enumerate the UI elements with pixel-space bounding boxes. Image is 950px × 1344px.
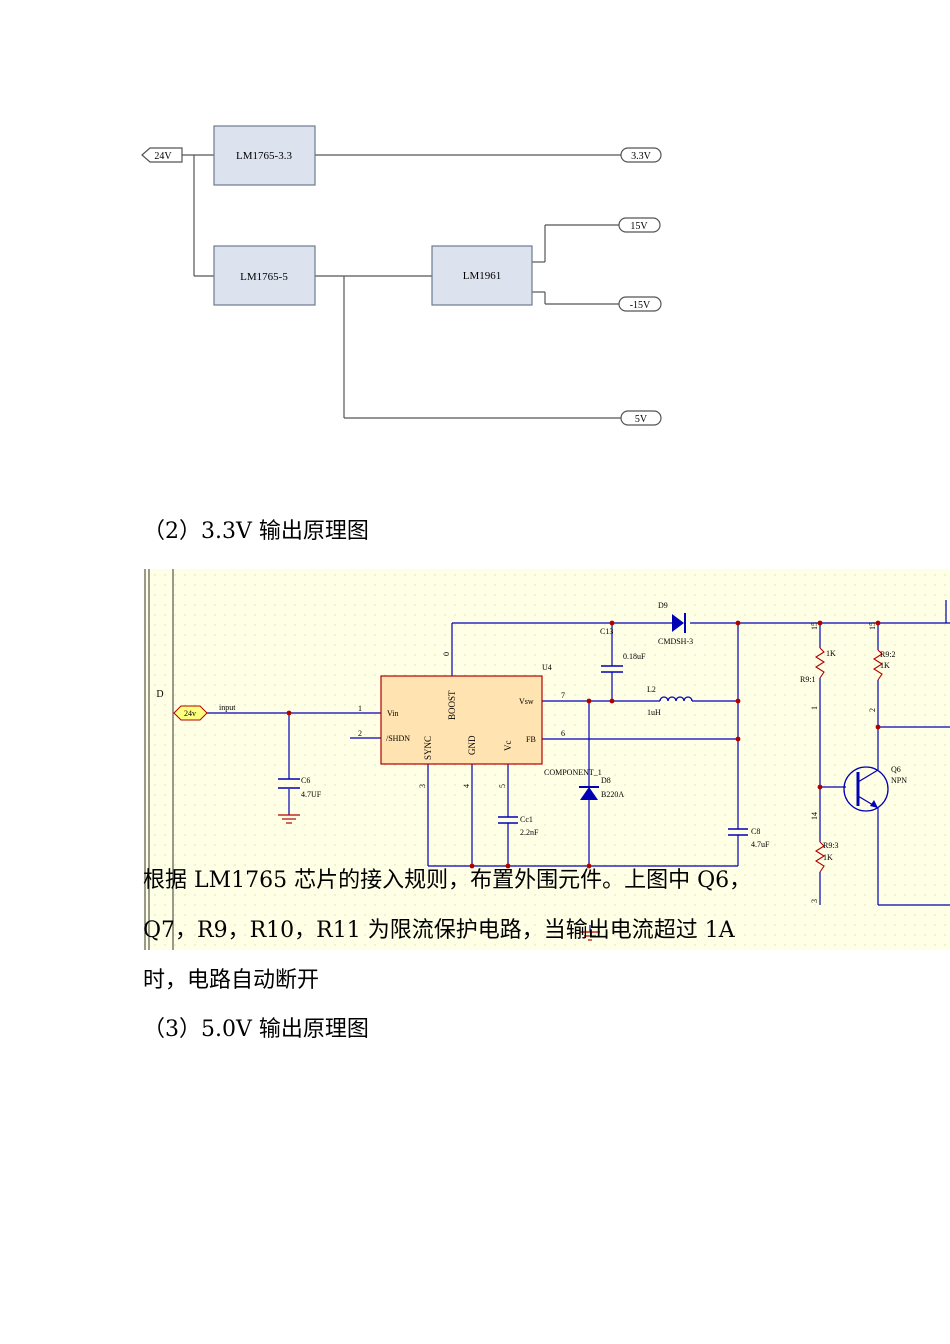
output-port-minus-15v: -15V — [618, 296, 662, 312]
capacitor-c13: C13 0.18uF — [600, 627, 646, 673]
svg-text:C13: C13 — [600, 627, 613, 636]
svg-text:1K: 1K — [826, 649, 836, 658]
svg-text:COMPONENT_1: COMPONENT_1 — [544, 768, 602, 777]
capacitor-cc1: Cc1 2.2nF — [498, 815, 539, 837]
svg-text:B220A: B220A — [601, 790, 624, 799]
svg-text:24V: 24V — [154, 151, 172, 162]
svg-text:1: 1 — [810, 706, 819, 710]
svg-text:24v: 24v — [184, 709, 196, 718]
port-24v: 24v — [173, 705, 208, 721]
capacitor-c6: C6 4.7UF — [278, 776, 322, 799]
svg-text:D9: D9 — [658, 601, 668, 610]
svg-text:L2: L2 — [647, 685, 656, 694]
svg-text:4.7uF: 4.7uF — [751, 840, 770, 849]
svg-text:3: 3 — [418, 784, 427, 788]
svg-text:LM1961: LM1961 — [463, 270, 502, 282]
input-port-24v: 24V — [141, 147, 183, 163]
ground-symbol — [580, 931, 600, 941]
output-port-5v: 5V — [620, 410, 662, 426]
svg-text:NPN: NPN — [891, 776, 907, 785]
ic-u4: U4 Vin /SHDN Vsw FB BOOST SYNC GND Vc — [380, 663, 552, 765]
junction-nodes — [286, 620, 881, 869]
svg-text:3: 3 — [810, 899, 819, 903]
svg-text:15: 15 — [810, 622, 819, 630]
body-paragraph: 根据 LM1765 芯片的接入规则，布置外围元件。上图中 Q6， Q7，R9，R… — [143, 856, 751, 1006]
resistor-r9-3: R9:3 1K — [814, 841, 839, 873]
svg-text:BOOST: BOOST — [447, 690, 457, 720]
svg-text:R9:2: R9:2 — [880, 650, 896, 659]
svg-text:GND: GND — [467, 735, 477, 755]
output-port-15v: 15V — [618, 217, 661, 233]
svg-text:4: 4 — [462, 784, 471, 788]
svg-text:U4: U4 — [542, 663, 552, 672]
power-block-diagram: 24V 3.3V 15V -15V 5V LM1765-3.3 LM1765-5… — [141, 125, 662, 426]
svg-text:15: 15 — [868, 622, 877, 630]
svg-text:SYNC: SYNC — [423, 736, 433, 760]
section-heading-5v: （3）5.0V 输出原理图 — [143, 1017, 369, 1042]
sheet-zone-letter: D — [156, 689, 163, 700]
svg-text:3.3V: 3.3V — [631, 151, 652, 162]
svg-text:2.2nF: 2.2nF — [520, 828, 539, 837]
inductor-l2: L2 1uH — [647, 685, 693, 717]
svg-text:R9:1: R9:1 — [800, 675, 816, 684]
svg-text:5V: 5V — [635, 414, 648, 425]
svg-text:1: 1 — [358, 704, 362, 713]
svg-text:1K: 1K — [880, 661, 890, 670]
svg-text:D8: D8 — [601, 776, 611, 785]
svg-text:5: 5 — [498, 784, 507, 788]
paragraph-line: Q7，R9，R10，R11 为限流保护电路，当输出电流超过 1A — [143, 918, 735, 943]
schematic-3v3: D — [143, 569, 950, 950]
resistor-r9-1: 1K R9:1 — [800, 647, 836, 684]
svg-text:0: 0 — [442, 652, 451, 656]
block-lm1765-3v3: LM1765-3.3 — [213, 125, 316, 186]
svg-text:R9:3: R9:3 — [823, 841, 839, 850]
svg-text:Vsw: Vsw — [519, 697, 534, 706]
pin-numbers: 1 2 0 3 4 5 7 6 — [358, 652, 565, 788]
svg-text:Vc: Vc — [503, 741, 513, 752]
transistor-q6: Q6 NPN — [843, 765, 907, 812]
svg-text:2: 2 — [868, 708, 877, 712]
paragraph-line: 时，电路自动断开 — [143, 968, 320, 993]
svg-text:7: 7 — [561, 691, 565, 700]
ground-symbol — [278, 814, 300, 824]
svg-text:Cc1: Cc1 — [520, 815, 533, 824]
net-numbers: 15 15 1 2 14 3 — [810, 622, 877, 903]
output-port-3v3: 3.3V — [620, 147, 662, 163]
svg-text:LM1765-3.3: LM1765-3.3 — [236, 150, 292, 162]
svg-text:Vin: Vin — [387, 709, 399, 718]
svg-text:15V: 15V — [630, 221, 648, 232]
svg-text:LM1765-5: LM1765-5 — [240, 271, 288, 283]
svg-text:-15V: -15V — [630, 300, 651, 311]
section-heading-3v3: （2）3.3V 输出原理图 — [143, 519, 369, 544]
paragraph-line: 根据 LM1765 芯片的接入规则，布置外围元件。上图中 Q6， — [143, 868, 752, 893]
resistor-r9-2: R9:2 1K — [872, 649, 896, 681]
block-lm1961: LM1961 — [431, 245, 533, 306]
svg-text:6: 6 — [561, 729, 565, 738]
svg-text:1K: 1K — [823, 853, 833, 862]
svg-text:1uH: 1uH — [647, 708, 661, 717]
svg-text:2: 2 — [358, 729, 362, 738]
svg-text:C6: C6 — [301, 776, 310, 785]
svg-text:FB: FB — [526, 735, 536, 744]
svg-text:4.7UF: 4.7UF — [301, 790, 322, 799]
svg-text:CMDSH-3: CMDSH-3 — [658, 637, 693, 646]
diode-d8: COMPONENT_1 D8 B220A — [544, 768, 624, 800]
svg-text:14: 14 — [810, 812, 819, 820]
svg-text:0.18uF: 0.18uF — [623, 652, 646, 661]
svg-text:/SHDN: /SHDN — [386, 734, 410, 743]
capacitor-c8: C8 4.7uF — [728, 827, 770, 849]
block-lm1765-5: LM1765-5 — [213, 245, 316, 306]
svg-text:Q6: Q6 — [891, 765, 901, 774]
svg-text:C8: C8 — [751, 827, 760, 836]
net-label-input: input — [219, 703, 236, 712]
diode-d9: D9 CMDSH-3 — [658, 601, 693, 646]
